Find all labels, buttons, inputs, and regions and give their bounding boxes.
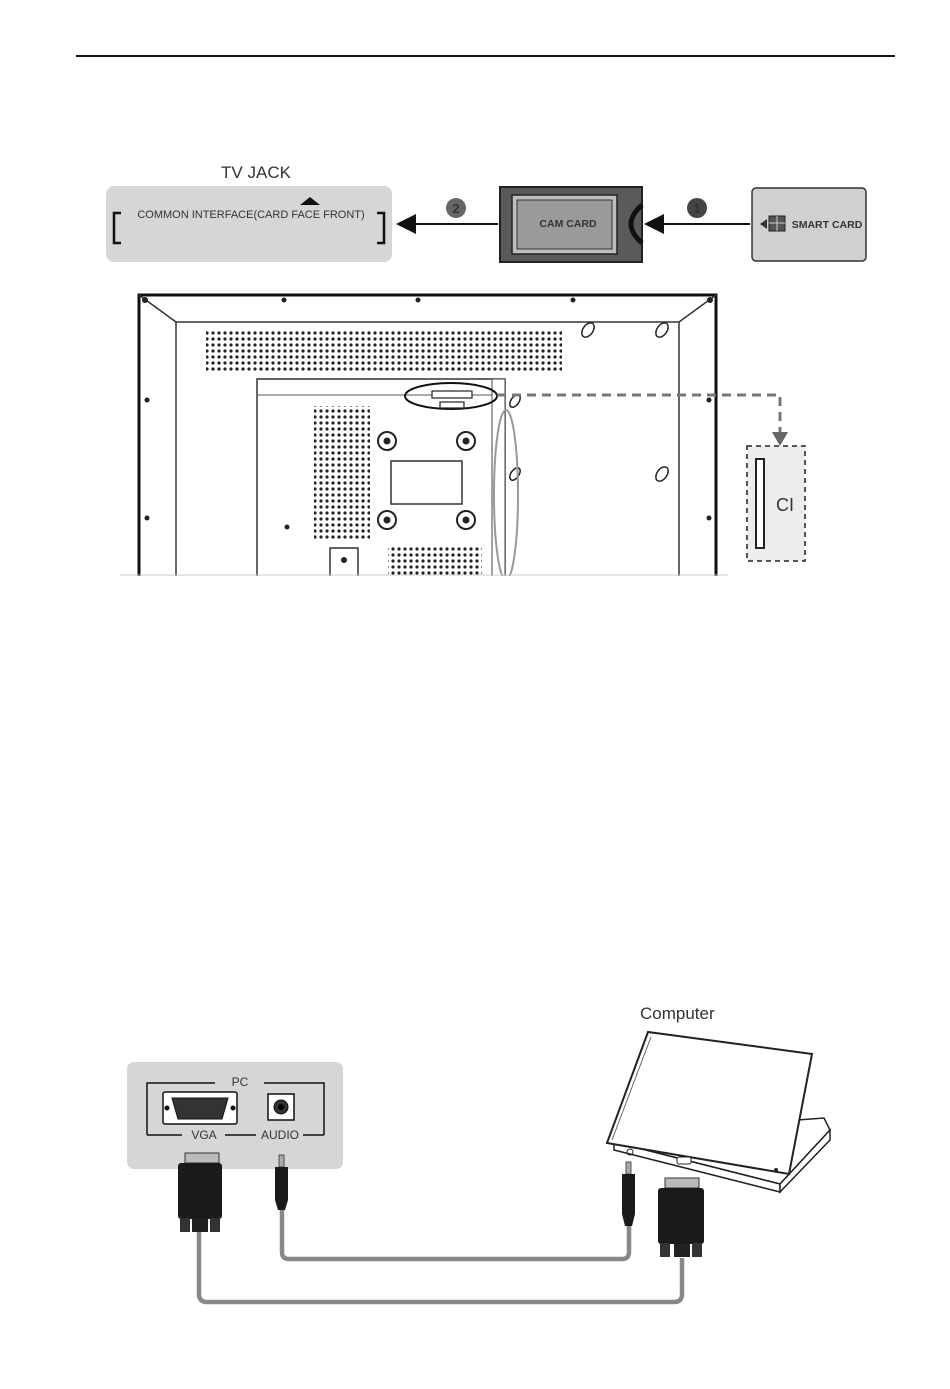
ci-label: CI	[776, 495, 794, 515]
audio-plug-laptop	[622, 1162, 635, 1226]
side-vent	[314, 406, 370, 541]
tv-jack-panel	[106, 186, 392, 262]
tv-jack-title: TV JACK	[221, 163, 292, 182]
audio-port-icon	[268, 1094, 294, 1120]
computer-label: Computer	[640, 1004, 715, 1023]
vga-label: VGA	[191, 1128, 216, 1142]
vga-cable	[199, 1232, 682, 1302]
top-vent	[206, 330, 562, 372]
laptop-computer-icon	[607, 1032, 830, 1192]
cam-card: CAM CARD	[500, 187, 642, 262]
pc-connection-diagram: Computer PC VGA AU	[127, 1004, 830, 1302]
vga-plug-tv	[178, 1153, 222, 1232]
smart-card-label: SMART CARD	[792, 219, 863, 231]
ci-insertion-diagram: TV JACK COMMON INTERFACE(CARD FACE FRONT…	[0, 163, 950, 606]
slot-label: COMMON INTERFACE(CARD FACE FRONT)	[137, 209, 364, 221]
vga-port-icon	[163, 1092, 237, 1124]
pc-panel-title: PC	[232, 1075, 249, 1089]
smart-card: SMART CARD	[752, 188, 866, 261]
tv-rear-view	[0, 295, 950, 606]
audio-label: AUDIO	[261, 1128, 299, 1142]
cam-card-label: CAM CARD	[539, 218, 597, 230]
step-1-number: 1	[693, 201, 700, 216]
vga-plug-laptop	[658, 1178, 704, 1257]
audio-cable	[282, 1208, 629, 1259]
step-2-number: 2	[452, 201, 459, 216]
ci-leader-arrow	[772, 432, 788, 446]
ci-slot-detail: CI	[747, 446, 805, 561]
